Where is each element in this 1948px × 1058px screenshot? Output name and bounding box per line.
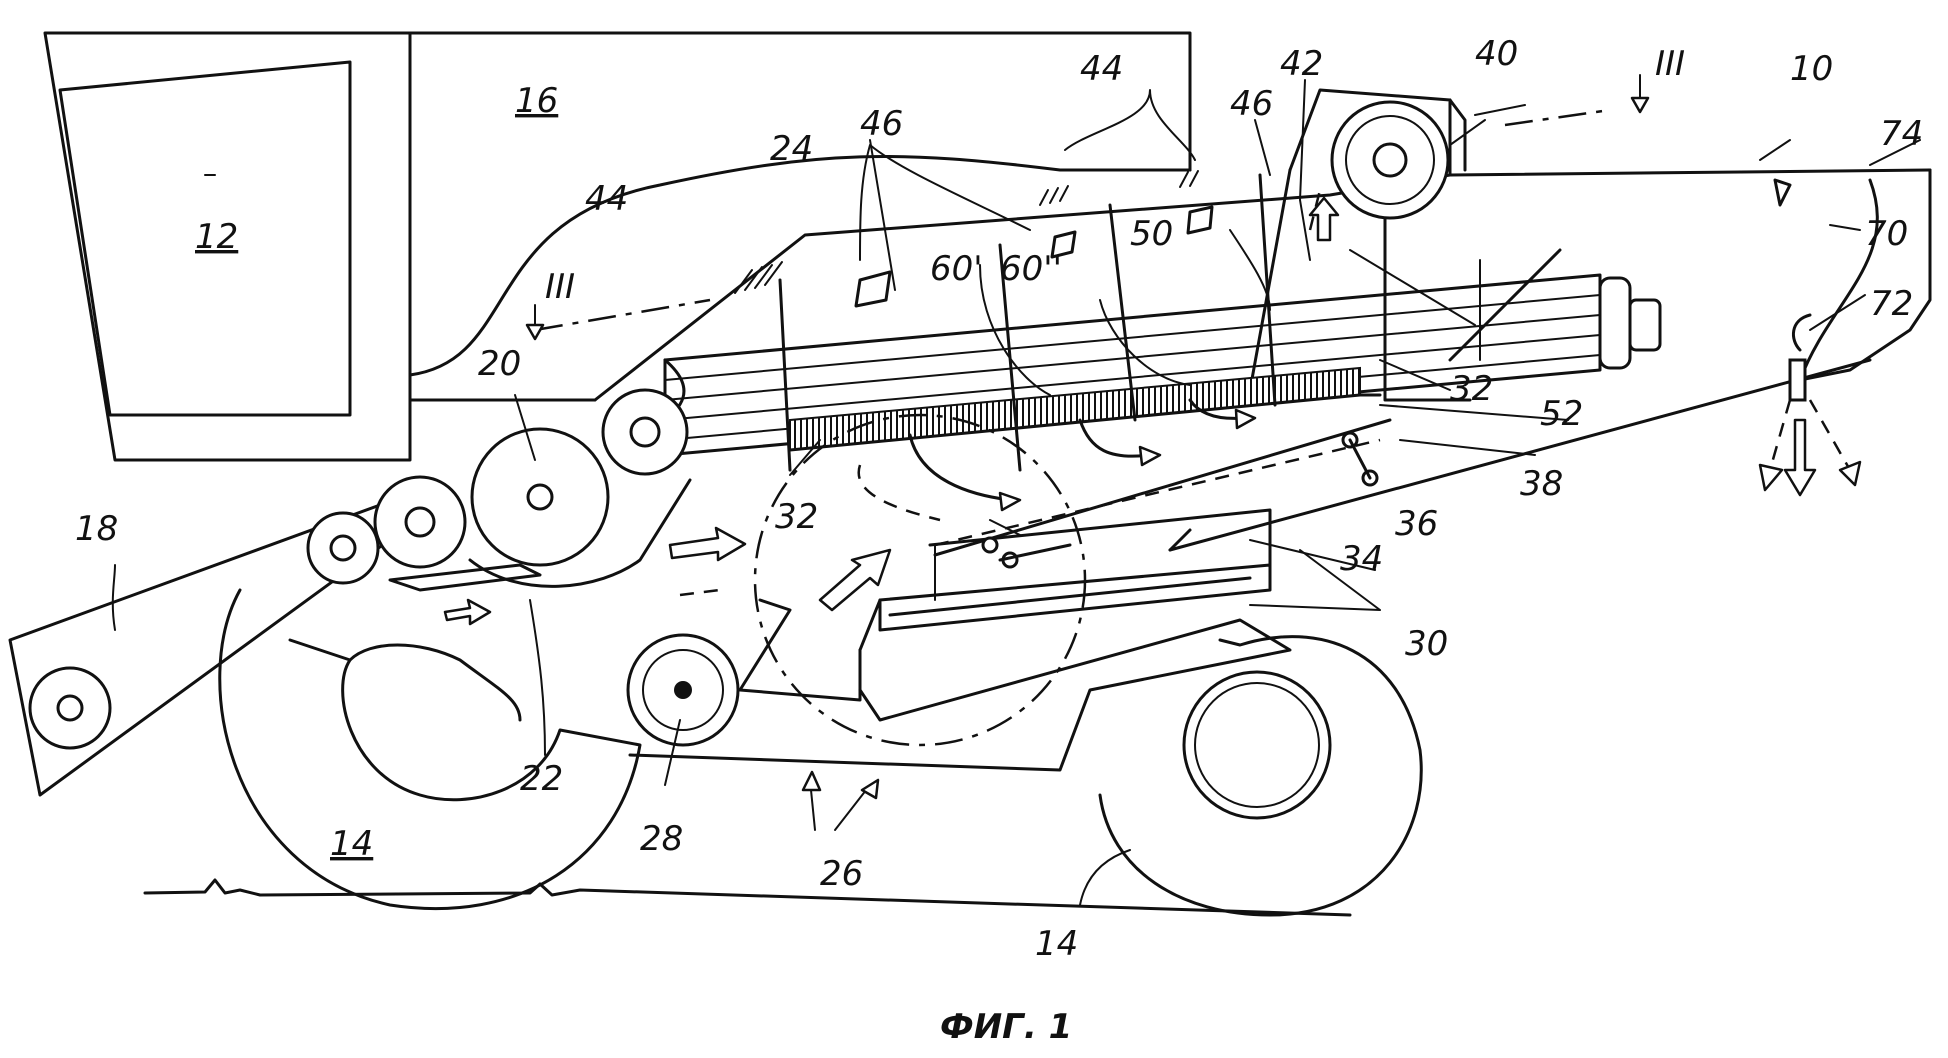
- figure-caption: ФИГ. 1: [940, 1007, 1072, 1047]
- label-32-left: 32: [775, 497, 818, 537]
- label-32-right: 32: [1450, 369, 1493, 409]
- concave-grate: [788, 366, 1382, 452]
- cleaning-shoe: [628, 508, 1292, 772]
- label-40: 40: [1475, 34, 1518, 74]
- label-10: 10: [1790, 49, 1833, 89]
- label-70: 70: [1865, 214, 1908, 254]
- label-46-right: 46: [1230, 84, 1273, 124]
- rotor-housing: [663, 248, 1662, 457]
- front-wheel: [218, 588, 642, 910]
- label-50: 50: [1130, 214, 1173, 254]
- label-14-front: 14: [330, 824, 373, 864]
- label-III-right: III: [1655, 44, 1685, 84]
- label-44-left: 44: [585, 179, 628, 219]
- spreader: [1773, 178, 1812, 402]
- label-26: 26: [820, 854, 863, 894]
- ground-line: [143, 878, 1352, 917]
- label-60-double-prime: 60'': [1000, 249, 1062, 289]
- label-14-rear: 14: [1035, 924, 1078, 964]
- label-12: 12: [195, 217, 238, 257]
- label-60-prime: 60': [930, 249, 983, 289]
- section-marks: [525, 74, 1650, 341]
- drums: [373, 388, 692, 592]
- rear-wheel: [1098, 635, 1423, 917]
- flow-arrows: [443, 189, 1862, 626]
- machine-body: [408, 88, 1932, 552]
- leader-lines: [111, 79, 1921, 906]
- cab: [43, 31, 412, 462]
- label-42: 42: [1280, 44, 1323, 84]
- label-46-left: 46: [860, 104, 903, 144]
- label-28: 28: [640, 819, 683, 859]
- reference-labels: 10 12 14 14 16 18 20 22 24 26 28 30 32 3…: [75, 34, 1923, 964]
- label-20: 20: [478, 344, 521, 384]
- label-30: 30: [1405, 624, 1448, 664]
- label-52: 52: [1540, 394, 1583, 434]
- outlet-fan: [1330, 100, 1450, 220]
- louvres: [734, 170, 1199, 294]
- cleaning-fan: [626, 633, 740, 747]
- label-74: 74: [1880, 114, 1923, 154]
- label-22: 22: [520, 759, 563, 799]
- feeder-house: [8, 503, 412, 797]
- label-38: 38: [1520, 464, 1563, 504]
- grain-tank: [408, 31, 1192, 402]
- label-16: 16: [515, 81, 558, 121]
- label-72: 72: [1870, 284, 1913, 324]
- label-36: 36: [1395, 504, 1438, 544]
- label-18: 18: [75, 509, 118, 549]
- label-34: 34: [1340, 539, 1383, 579]
- sensors: [854, 205, 1214, 308]
- label-44-top: 44: [1080, 49, 1123, 89]
- sieves: [933, 418, 1392, 569]
- label-24: 24: [770, 129, 813, 169]
- label-III-left: III: [545, 267, 575, 307]
- dashed-circle: [753, 413, 1087, 747]
